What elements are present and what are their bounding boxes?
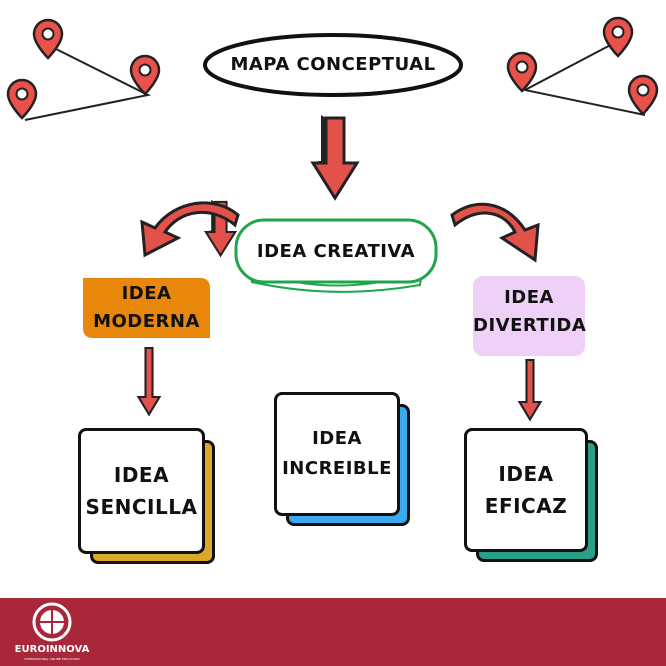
purple-box <box>473 276 585 356</box>
footer: EUROINNOVA INTERNATIONAL ONLINE EDUCATIO… <box>0 598 666 666</box>
footer-brand: EUROINNOVA <box>14 644 90 655</box>
footer-tagline: INTERNATIONAL ONLINE EDUCATION <box>24 657 80 661</box>
map-pins-left-icon <box>6 18 161 121</box>
curved-arrow-right-icon <box>450 202 540 263</box>
center-idea: IDEA CREATIVA <box>256 241 416 262</box>
center-idea-shape <box>234 218 438 293</box>
orange-box <box>83 278 210 338</box>
title-ellipse <box>203 33 463 97</box>
curved-arrow-left-icon <box>140 201 240 258</box>
title: MAPA CONCEPTUAL <box>230 54 436 75</box>
diagram-graphics <box>6 16 659 422</box>
arrow-down-icon <box>517 358 543 422</box>
arrow-down-icon <box>136 346 162 417</box>
arrow-down-icon <box>311 113 359 200</box>
map-pins-right-icon <box>506 16 659 116</box>
euroinnova-logo <box>32 602 72 642</box>
